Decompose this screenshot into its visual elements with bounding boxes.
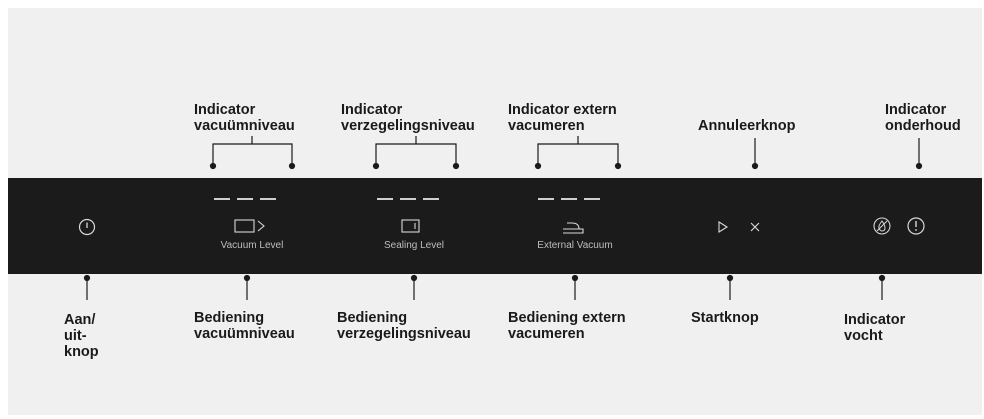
label-vacuum-level-control: Bediening vacuümniveau	[194, 310, 295, 342]
sealing-level-segment-1	[377, 198, 393, 200]
sealing-level-icon[interactable]	[401, 218, 421, 234]
power-icon[interactable]	[78, 218, 96, 236]
external-vacuum-caption: External Vacuum	[537, 240, 613, 251]
sealing-level-caption: Sealing Level	[383, 240, 445, 251]
bracket-sealing-level	[375, 136, 457, 164]
label-external-vacuum-indicator: Indicator extern vacumeren	[508, 102, 617, 134]
sealing-level-segment-2	[400, 198, 416, 200]
external-vacuum-segment-2	[561, 198, 577, 200]
sealing-level-segment-3	[423, 198, 439, 200]
dot-maintenance	[915, 162, 923, 170]
external-vacuum-segment-1	[538, 198, 554, 200]
label-start-button: Startknop	[691, 310, 759, 326]
vacuum-level-icon[interactable]	[234, 218, 268, 234]
leader-lines	[83, 136, 923, 300]
diagram-canvas: Indicator vacuümniveau Indicator verzege…	[8, 8, 982, 415]
dot-external-left	[534, 162, 542, 170]
maintenance-icon	[907, 217, 925, 235]
vacuum-level-segment-2	[237, 198, 253, 200]
label-maintenance-indicator: Indicator onderhoud	[885, 102, 961, 134]
vacuum-level-segment-1	[214, 198, 230, 200]
vacuum-level-segment-3	[260, 198, 276, 200]
control-panel: Vacuum Level Sealing Level External Vacu…	[8, 178, 982, 274]
label-sealing-level-indicator: Indicator verzegelingsniveau	[341, 102, 475, 134]
dot-vacuum-left	[209, 162, 217, 170]
dot-sealing-right	[452, 162, 460, 170]
external-vacuum-icon[interactable]	[561, 220, 589, 236]
dot-external-right	[614, 162, 622, 170]
cancel-icon[interactable]	[748, 220, 762, 234]
dot-vacuum-right	[288, 162, 296, 170]
label-sealing-level-control: Bediening verzegelingsniveau	[337, 310, 471, 342]
vacuum-level-caption: Vacuum Level	[220, 240, 284, 251]
external-vacuum-segment-3	[584, 198, 600, 200]
bracket-vacuum-level	[212, 136, 293, 164]
moisture-icon	[873, 217, 891, 235]
dot-sealing-left	[372, 162, 380, 170]
label-external-vacuum-control: Bediening extern vacumeren	[508, 310, 626, 342]
label-power-button: Aan/ uit- knop	[64, 312, 99, 360]
bracket-external-vacuum	[537, 136, 619, 164]
label-moisture-indicator: Indicator vocht	[844, 312, 906, 344]
dot-cancel	[751, 162, 759, 170]
label-cancel-button: Annuleerknop	[698, 118, 796, 134]
start-icon[interactable]	[716, 220, 730, 234]
label-vacuum-level-indicator: Indicator vacuümniveau	[194, 102, 295, 134]
